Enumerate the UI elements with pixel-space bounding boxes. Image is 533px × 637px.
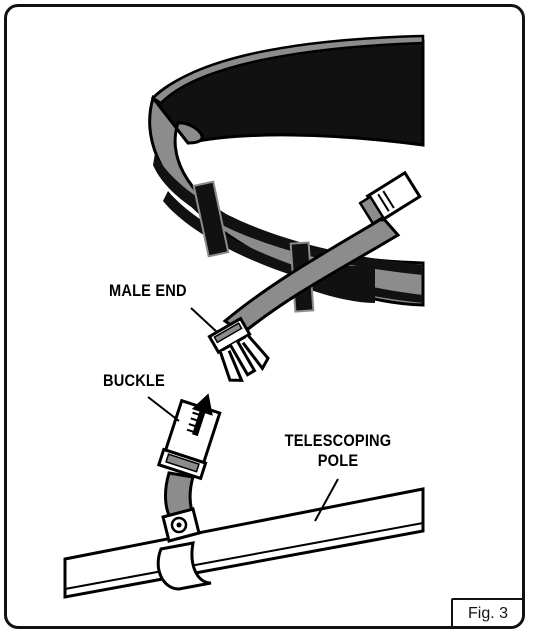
telescoping-pole-label-line1: TELESCOPING [284, 431, 392, 450]
female-buckle-slot-inner [165, 453, 200, 473]
insert-arrow-head [191, 393, 213, 416]
buckle-leader [147, 396, 180, 422]
figure-number: Fig. 3 [451, 598, 522, 626]
upper-buckle [358, 170, 422, 226]
upper-buckle-slot [358, 195, 385, 226]
female-buckle [156, 398, 222, 481]
male-end-collar-stripe [213, 322, 243, 344]
figure-frame: MALE END BUCKLE TELESCOPING POLE Fig. 3 [4, 4, 525, 629]
adjust-strap [207, 170, 422, 382]
strap-illustration [63, 34, 425, 599]
male-end-prong-right [241, 334, 270, 372]
upper-buckle-rib [382, 190, 395, 209]
male-end-clip [207, 316, 270, 382]
pole-leader [314, 478, 339, 522]
pole-shade [64, 522, 424, 590]
leader-lines [147, 307, 339, 522]
pole-tube [63, 487, 425, 599]
buckle-label: BUCKLE [103, 371, 165, 390]
belt-stripe-lower [163, 191, 423, 303]
telescoping-pole-label: TELESCOPING POLE [284, 431, 392, 471]
male-end-prong-center [229, 340, 257, 377]
belt-back-rim [150, 34, 425, 105]
insert-arrow [191, 393, 213, 437]
insert-arrow-shaft [192, 409, 206, 437]
male-end-leader [190, 307, 219, 334]
telescoping-pole-label-line2: POLE [317, 451, 359, 470]
belt-keeper-1 [192, 180, 230, 258]
pole-clamp [156, 541, 212, 591]
telescoping-pole [63, 487, 425, 599]
buckle-assembly [156, 393, 222, 523]
male-end-label: MALE END [109, 281, 187, 300]
clamp-bolt-center [176, 522, 182, 528]
male-end-prong-left [218, 350, 244, 382]
upper-buckle-rib [377, 193, 390, 212]
belt-loop [148, 34, 425, 313]
